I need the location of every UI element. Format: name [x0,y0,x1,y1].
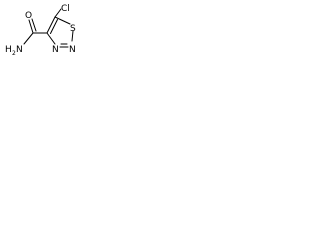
bond-c-o-double [31,18,37,32]
atom-n-ring-1: N [69,45,76,55]
atom-h-subscript: 2 [12,50,16,57]
bond-n3-c4 [46,32,56,45]
bond-c-n [23,32,34,45]
atom-n-ring-2: N [52,45,59,55]
bond-c4-c5 [46,16,56,34]
atom-h: H [5,45,12,55]
atom-cl: Cl [61,4,70,14]
atom-s: S [70,24,76,34]
bond-c5-s [54,16,71,25]
bond-c4-c5-double [50,19,58,34]
bonds [23,8,74,48]
chemical-structure: Cl S N N O H 2 N [5,4,76,57]
bond-c-o [28,19,34,34]
bond-s-n2 [71,30,74,42]
bond-c5-cl [54,8,62,18]
atom-labels: Cl S N N O H 2 N [5,4,76,57]
atom-n-amide: N [16,45,23,55]
atom-o: O [25,11,32,21]
